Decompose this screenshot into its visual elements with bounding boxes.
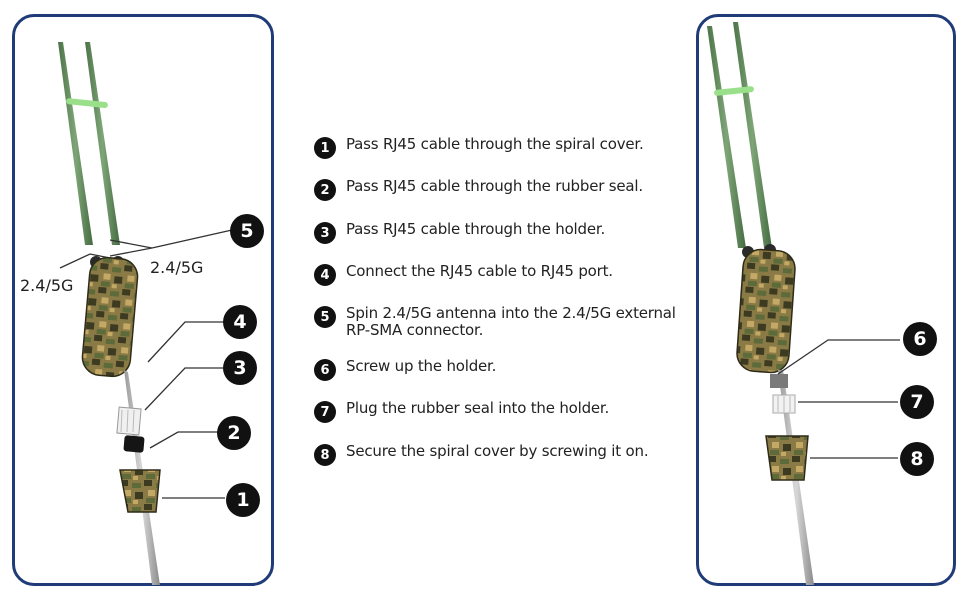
step-number: 7 xyxy=(314,401,336,423)
step-number: 4 xyxy=(314,264,336,286)
step-6: 6 Screw up the holder. xyxy=(314,358,691,381)
callout-1: 1 xyxy=(226,483,260,517)
step-7: 7 Plug the rubber seal into the holder. xyxy=(314,400,691,423)
right-assembly-panel xyxy=(696,14,956,586)
step-3: 3 Pass RJ45 cable through the holder. xyxy=(314,221,691,244)
step-text: Secure the spiral cover by screwing it o… xyxy=(346,442,649,460)
left-device-body xyxy=(81,256,139,378)
step-number: 3 xyxy=(314,222,336,244)
left-rubber-seal xyxy=(123,435,145,453)
step-number: 2 xyxy=(314,179,336,201)
left-holder xyxy=(116,406,142,436)
callout-2: 2 xyxy=(217,416,251,450)
step-number: 1 xyxy=(314,137,336,159)
right-leader-lines xyxy=(777,339,900,459)
callout-5: 5 xyxy=(230,214,264,248)
step-text: Connect the RJ45 cable to RJ45 port. xyxy=(346,262,613,280)
right-antennas xyxy=(707,22,772,248)
step-number: 8 xyxy=(314,444,336,466)
right-device-body xyxy=(736,244,796,374)
left-antennas xyxy=(58,42,120,245)
step-text: Plug the rubber seal into the holder. xyxy=(346,399,610,417)
right-spiral-cover xyxy=(765,435,809,481)
antenna-band-label-right: 2.4/5G xyxy=(150,258,204,277)
left-leader-lines xyxy=(144,321,228,499)
step-text: Screw up the holder. xyxy=(346,357,497,375)
step-2: 2 Pass RJ45 cable through the rubber sea… xyxy=(314,178,691,201)
step-4: 4 Connect the RJ45 cable to RJ45 port. xyxy=(314,263,691,286)
callout-8: 8 xyxy=(900,442,934,476)
step-number: 5 xyxy=(314,306,336,328)
step-number: 6 xyxy=(314,359,336,381)
left-spiral-cover xyxy=(119,469,161,513)
right-rubber-seal xyxy=(772,394,796,414)
callout-4: 4 xyxy=(223,305,257,339)
right-holder xyxy=(770,374,788,388)
step-text: Pass RJ45 cable through the spiral cover… xyxy=(346,135,644,153)
step-text: Pass RJ45 cable through the holder. xyxy=(346,220,606,238)
step-8: 8 Secure the spiral cover by screwing it… xyxy=(314,443,691,466)
step-text: Pass RJ45 cable through the rubber seal. xyxy=(346,177,643,195)
step-text: Spin 2.4/5G antenna into the 2.4/5G exte… xyxy=(346,304,676,339)
antenna-band-label-left: 2.4/5G xyxy=(20,276,74,295)
step-1: 1 Pass RJ45 cable through the spiral cov… xyxy=(314,136,691,159)
callout-6: 6 xyxy=(903,322,937,356)
step-5: 5 Spin 2.4/5G antenna into the 2.4/5G ex… xyxy=(314,305,691,339)
callout-3: 3 xyxy=(223,351,257,385)
callout-7: 7 xyxy=(900,385,934,419)
